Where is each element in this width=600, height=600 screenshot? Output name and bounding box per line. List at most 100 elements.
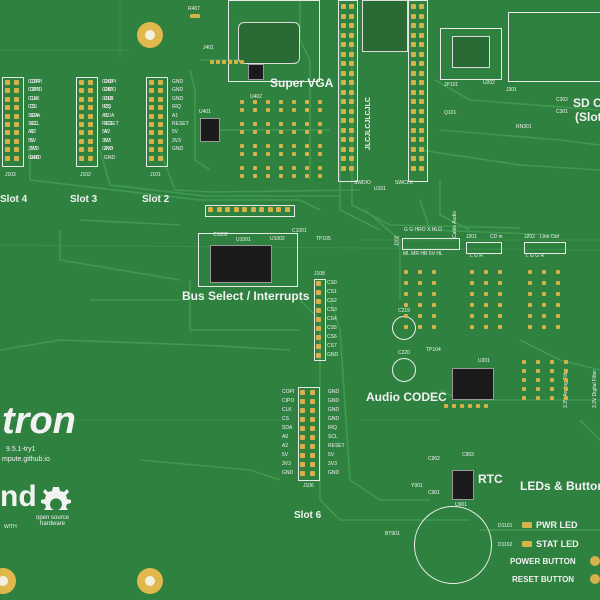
slot-pin-pad (79, 122, 84, 127)
slot6-pin-label: GND (282, 470, 294, 476)
c902-ref: C902 (428, 456, 440, 462)
resistor-pad (292, 100, 296, 104)
slot6-pin-pad (310, 426, 315, 431)
slot6-pin-label: IRQ (328, 425, 337, 431)
mcu-pin-pad (411, 4, 416, 9)
mcu-pin-pad (419, 13, 424, 19)
mcu-pin-pad (349, 108, 354, 114)
resistor-pad (279, 152, 283, 156)
audio-passive-pad (498, 325, 502, 329)
audio-passive-pad (528, 314, 532, 318)
slot-pin-pad (14, 147, 19, 153)
resistor-pad (279, 100, 283, 104)
slot6-pin-pad (310, 435, 315, 440)
slot-pin-label: CLK (28, 95, 38, 102)
resistor-pad (228, 60, 232, 64)
resistor-pad (279, 166, 283, 170)
mcu-pin-pad (341, 4, 346, 9)
audio-passive-pad (470, 325, 474, 329)
slot3-header-outline (76, 77, 98, 167)
audio-passive-pad (418, 303, 422, 307)
j202-ref: J202 (394, 235, 401, 247)
j108-pin-label: CS2 (327, 298, 337, 304)
audio-passive-pad (542, 303, 546, 307)
j301-ref: J301 (506, 87, 517, 93)
slot-pin-pad (158, 96, 163, 102)
resistor-pad (292, 166, 296, 170)
slot6-label: Slot 6 (294, 510, 322, 521)
slot-pin-label: CS (30, 104, 37, 111)
audio-passive-pad (418, 270, 422, 274)
audio-passive-pad (528, 292, 532, 296)
bus-select-pin-pad (216, 207, 222, 212)
slot-pin-label: 3V3 (104, 146, 113, 153)
mcu-pin-pad (349, 80, 354, 85)
slot-pin-pad (149, 138, 154, 144)
slot6-pin-pad (300, 453, 305, 458)
mcu-pin-pad (341, 32, 346, 38)
mcu-pin-pad (411, 89, 416, 95)
slot-pin-pad (14, 138, 19, 144)
resistor-pad (279, 108, 283, 112)
audio-passive-pad (470, 303, 474, 307)
slot-pin-label: CLK (104, 95, 114, 102)
u401-ref: U401 (199, 109, 211, 115)
audio-passive-pad (528, 325, 532, 329)
slot-pin-pad (88, 147, 93, 153)
board-title: tron (2, 400, 76, 442)
tp104-ref: TP104 (426, 347, 441, 353)
swdio-label: SWDIO (354, 180, 371, 186)
resistor-pad (266, 166, 270, 170)
audio-passive-pad (404, 281, 408, 285)
slot-pin-pad (149, 88, 154, 94)
audio-passive-pad (404, 325, 408, 329)
u1001-ref: U1001 (236, 237, 251, 243)
mcu-header-outline (338, 0, 358, 182)
mcu-pin-pad (411, 32, 416, 38)
filter-passive-pad (550, 369, 554, 373)
mcu-pin-pad (419, 108, 424, 114)
audio-passive-pad (528, 270, 532, 274)
mounting-hole (0, 568, 16, 594)
c220-ref: C220 (398, 350, 410, 356)
slot6-pin-pad (310, 444, 315, 449)
u201-ref: U201 (478, 358, 490, 364)
slot-pin-label: GND (172, 146, 184, 153)
j401-ref: J401 (203, 45, 214, 51)
j108-pin-label: GND (327, 352, 339, 358)
mcu-pin-pad (349, 70, 354, 76)
resistor-pad (318, 122, 322, 126)
slot-pin-label: GND (104, 154, 116, 161)
filter-passive-pad (536, 360, 540, 364)
slot-pin-label: GND (102, 79, 114, 85)
j202-cable-label: Cable Audio (452, 211, 458, 238)
ethernet-jack (362, 0, 408, 52)
slot6-pin-label: A0 (282, 434, 289, 440)
resistor-pad (240, 144, 244, 148)
resistor-pad (318, 174, 322, 178)
j102-ref: J102 (80, 172, 91, 178)
super-vga-label: Super VGA (270, 76, 334, 90)
resistor-pad (279, 130, 283, 134)
slot-pin-pad (14, 96, 19, 102)
slot-pin-pad (149, 105, 154, 111)
slot-pin-label: CLK (30, 95, 40, 102)
audio-passive-pad (556, 270, 560, 274)
slot-pin-label: 3V3 (30, 146, 39, 153)
slot-pin-label: COPI (30, 79, 43, 85)
slot-pin-pad (149, 147, 154, 153)
audio-passive-pad (528, 303, 532, 307)
filter-passive-pad (536, 387, 540, 391)
slot-pin-label: CIPO (104, 87, 117, 94)
mcu-pin-pad (411, 42, 416, 47)
j203-outline (524, 242, 566, 254)
mcu-pin-pad (419, 4, 424, 9)
logo-sub: WITH (4, 524, 17, 530)
slot-pin-label: 5V (28, 137, 35, 144)
codec-support-pad (476, 404, 480, 408)
c1002-ref: C1002 (213, 232, 228, 238)
slot6-pin-label: GND (328, 470, 340, 476)
u201-codec-chip (452, 368, 494, 400)
mcu-pin-pad (341, 156, 346, 161)
j108-outline (314, 279, 326, 361)
